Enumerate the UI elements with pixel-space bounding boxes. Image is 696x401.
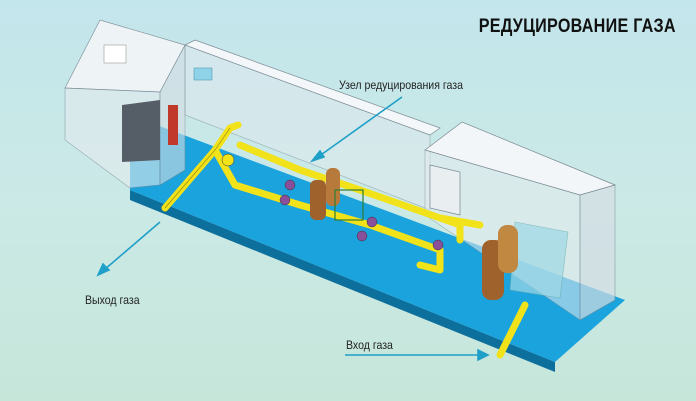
door-frame (429, 164, 461, 216)
glass-panel (509, 221, 569, 299)
floor-slab (130, 115, 625, 362)
label-gas-inlet: Вход газа (346, 338, 393, 352)
callout-arrows (96, 96, 490, 362)
floor-slab-side (130, 190, 555, 372)
vent-grille (103, 44, 127, 64)
heater (168, 105, 178, 145)
valves (221, 153, 444, 251)
label-reduction-unit: Узел редуцирования газа (339, 78, 463, 92)
roof-edge (184, 39, 441, 136)
pipe-outlines (164, 127, 231, 209)
right-box-side (579, 184, 616, 321)
cabinet (122, 100, 160, 162)
page-title: РЕДУЦИРОВАНИЕ ГАЗА (478, 16, 676, 37)
wall-box (193, 67, 213, 81)
filter-vessel (326, 168, 340, 206)
filter-vessel (310, 180, 326, 220)
frame-rack (334, 189, 364, 221)
label-gas-outlet: Выход газа (85, 293, 140, 307)
separator-vessel (498, 225, 518, 273)
